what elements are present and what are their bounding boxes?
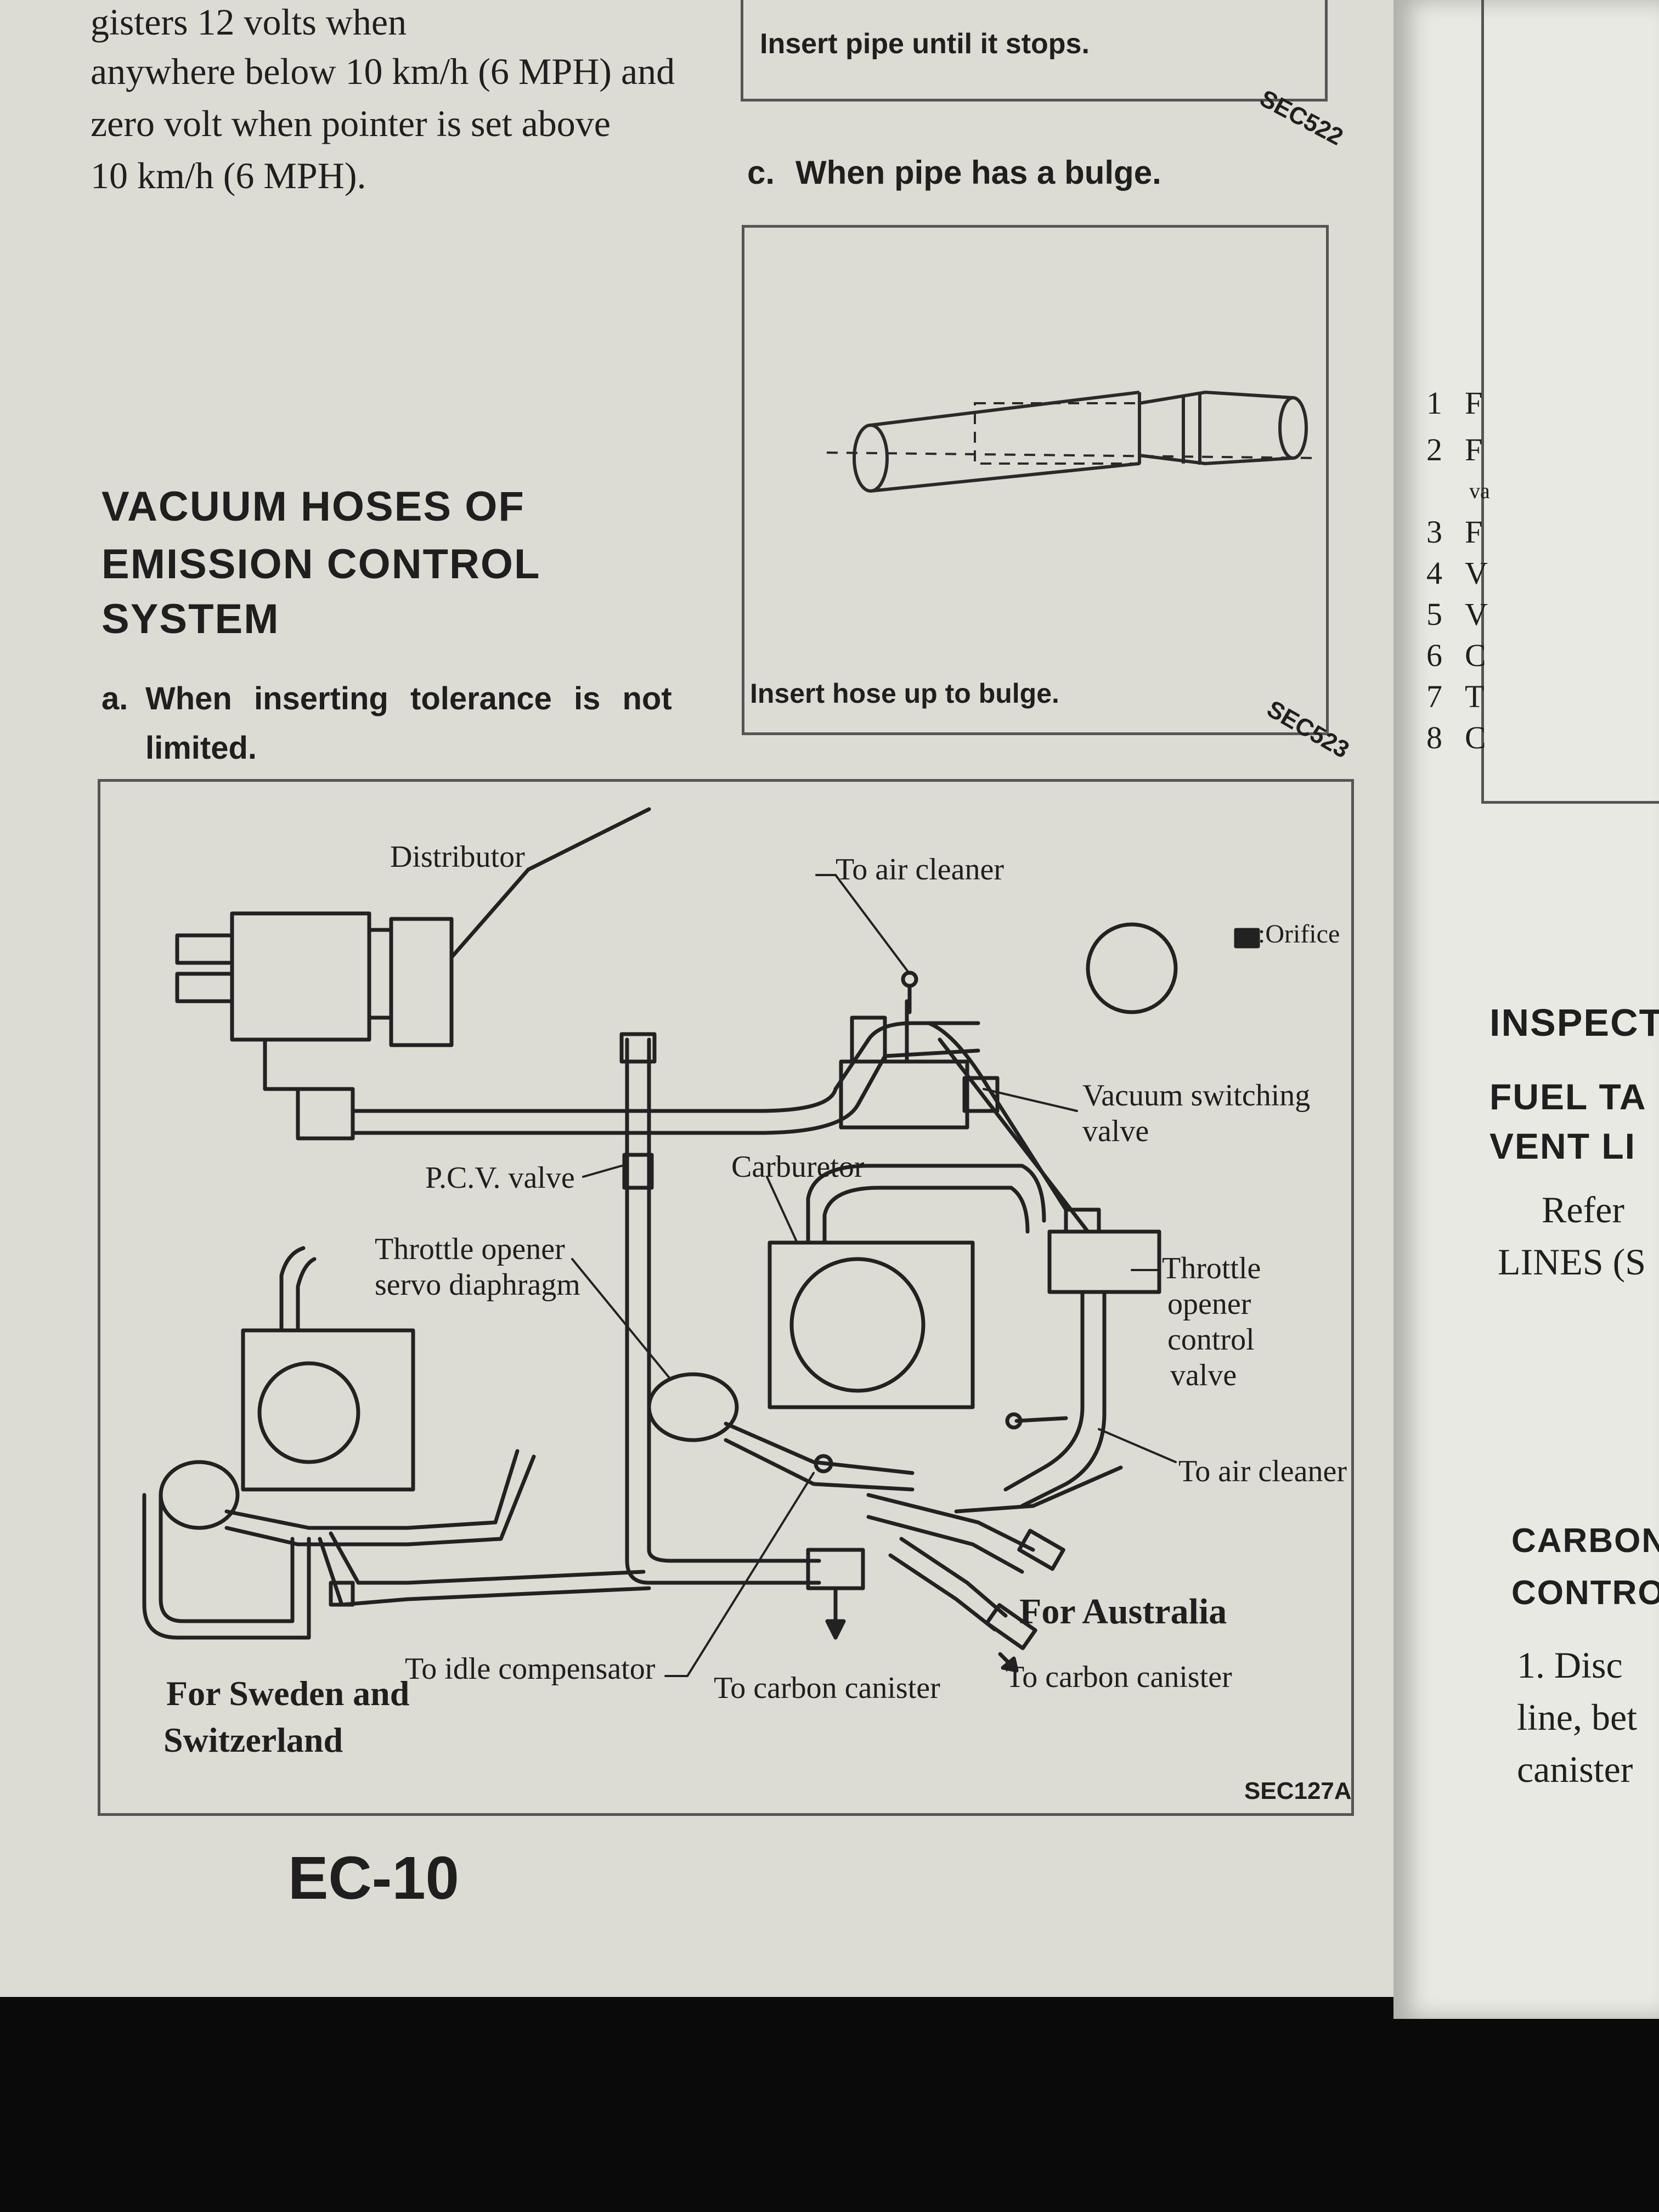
label-to-air-cleaner-top: To air cleaner (836, 853, 1004, 887)
right-heading-fuel-1: FUEL TA (1489, 1076, 1647, 1117)
label-to-air-cleaner-right: To air cleaner (1178, 1454, 1347, 1488)
label-for-sweden-1: For Sweden and (166, 1674, 410, 1713)
section-heading-line-3: SYSTEM (101, 596, 280, 642)
right-para2-line-3: canister (1517, 1748, 1633, 1790)
right-para2-line-2: line, bet (1517, 1696, 1638, 1738)
right-list-text-7: T (1465, 679, 1485, 714)
label-throttle-opener-control-1: Throttle (1162, 1251, 1261, 1285)
section-heading-line-2: EMISSION CONTROL (101, 541, 541, 588)
label-throttle-opener-servo-2: servo diaphragm (375, 1268, 580, 1302)
body-line-4: 10 km/h (6 MPH). (91, 155, 366, 196)
figure-pipe-stop-caption: Insert pipe until it stops. (760, 28, 1090, 60)
right-list-num-4: 4 (1426, 555, 1442, 591)
right-heading-fuel-2: VENT LI (1489, 1126, 1637, 1166)
right-heading-carbon-2: CONTRO (1511, 1574, 1659, 1612)
right-list-num-2: 2 (1426, 432, 1442, 467)
vacuum-hose-diagram (142, 807, 1260, 1677)
right-heading-inspect: INSPECT (1489, 1001, 1659, 1044)
item-a-line-2: limited. (145, 730, 257, 766)
right-list-text-2: F (1465, 432, 1483, 467)
figure-bulge-caption: Insert hose up to bulge. (750, 678, 1059, 709)
right-list-text-8: C (1465, 720, 1486, 755)
label-throttle-opener-control-4: valve (1170, 1358, 1237, 1392)
right-list-num-6: 6 (1426, 637, 1442, 673)
label-carburetor: Carburetor (731, 1150, 865, 1184)
bulge-hose-drawing (826, 390, 1321, 493)
label-vacuum-switching-valve-2: valve (1082, 1114, 1149, 1148)
right-list-text-1: F (1465, 385, 1483, 421)
right-list-num-7: 7 (1426, 679, 1442, 714)
label-for-australia: For Australia (1019, 1592, 1227, 1632)
label-distributor: Distributor (390, 840, 525, 874)
distributor-body (230, 911, 371, 1042)
manual-page-right: 1 2 3 4 5 6 7 8 F F va F V V C T C INSPE… (1393, 0, 1659, 2019)
label-vacuum-switching-valve-1: Vacuum switching (1082, 1079, 1311, 1113)
right-list-text-4: V (1465, 555, 1488, 591)
right-list-text-5: V (1465, 596, 1488, 632)
right-list-text-3: F (1465, 514, 1483, 550)
label-pcv-valve: P.C.V. valve (425, 1161, 575, 1195)
item-a-line-1: When inserting tolerance is not (145, 681, 672, 716)
right-para-line-1: Refer (1542, 1189, 1625, 1231)
body-line-3: zero volt when pointer is set above (91, 103, 611, 144)
right-list-num-5: 5 (1426, 596, 1442, 632)
right-list-num-8: 8 (1426, 720, 1442, 755)
label-for-sweden-2: Switzerland (163, 1720, 343, 1759)
body-line-2: anywhere below 10 km/h (6 MPH) and (91, 50, 675, 92)
figure-vacuum-hoses-code: SEC127A (1244, 1778, 1352, 1804)
right-para2-line-1: 1. Disc (1517, 1644, 1623, 1686)
manual-page-left: gisters 12 volts when anywhere below 10 … (0, 0, 1393, 1997)
label-to-idle-compensator: To idle compensator (405, 1652, 656, 1686)
page-number: EC-10 (288, 1844, 459, 1912)
label-to-carbon-canister-center: To carbon canister (714, 1671, 940, 1705)
body-line-1: gisters 12 volts when (91, 1, 407, 43)
label-to-carbon-canister-right: To carbon canister (1006, 1660, 1232, 1694)
item-a-letter: a. (101, 681, 128, 716)
right-list-num-3: 3 (1426, 514, 1442, 550)
right-heading-carbon-1: CARBON (1511, 1522, 1659, 1560)
label-orifice: :Orifice (1258, 919, 1340, 949)
right-para-line-2: LINES (S (1498, 1241, 1646, 1283)
figure-vacuum-hoses: Distributor To air cleaner :Orifice Vacu… (98, 779, 1354, 1816)
figure-pipe-stop: Insert pipe until it stops. (741, 0, 1328, 101)
section-heading-line-1: VACUUM HOSES OF (101, 483, 525, 530)
figure-bulge: Insert hose up to bulge. SEC523 (742, 225, 1353, 764)
label-throttle-opener-servo-1: Throttle opener (375, 1232, 565, 1266)
item-c-text: When pipe has a bulge. (795, 154, 1161, 191)
right-list-text-6: C (1465, 637, 1486, 673)
right-list-text-2b: va (1469, 478, 1490, 503)
right-list-num-1: 1 (1426, 385, 1442, 421)
page-edge-strip (0, 0, 22, 1975)
label-throttle-opener-control-2: opener (1167, 1287, 1251, 1321)
label-throttle-opener-control-3: control (1167, 1323, 1255, 1357)
item-c-letter: c. (747, 154, 775, 191)
right-figure-box (1481, 0, 1659, 804)
